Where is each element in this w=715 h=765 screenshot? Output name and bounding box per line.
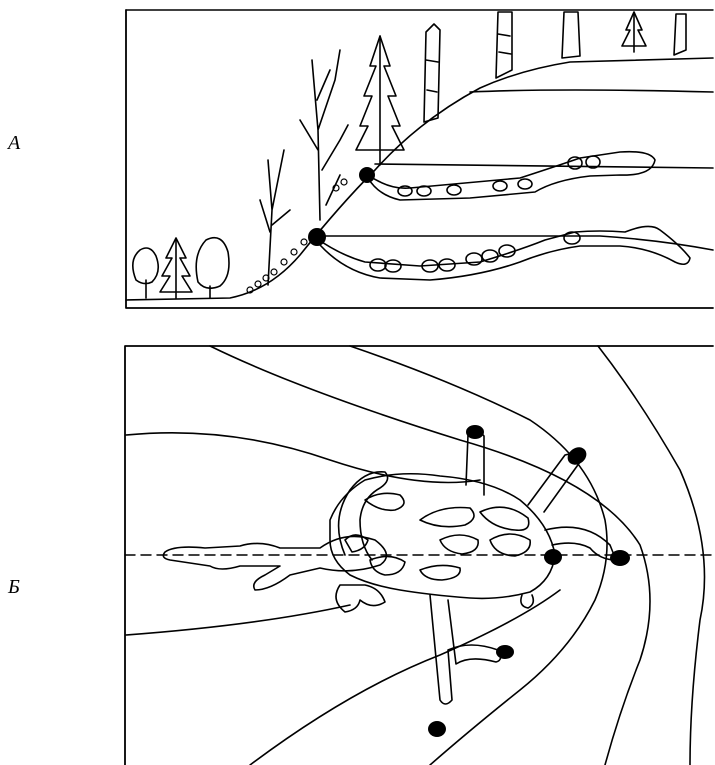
spruce-tree-distant [622, 12, 646, 52]
entrance-axis-right [610, 550, 630, 566]
lower-burrow [316, 226, 690, 280]
soil-layer-2 [375, 164, 713, 168]
contour-line-4 [250, 590, 560, 765]
entrance-inner-right [544, 549, 562, 565]
lower-burrow-entrance [308, 228, 326, 246]
entrance-top-left [466, 425, 484, 439]
ground-surface [126, 58, 713, 300]
deciduous-tree-2 [196, 238, 229, 298]
birch-tree-3 [674, 14, 686, 55]
entrance-bottom-right [496, 645, 514, 659]
deciduous-tree-1 [133, 248, 158, 298]
birch-tree-1 [424, 24, 440, 122]
panel-a-frame [126, 10, 713, 308]
spruce-tree-large [356, 36, 404, 165]
entrance-bottom [428, 721, 446, 737]
pine-trunk [562, 12, 580, 58]
burrow-entrances [428, 425, 630, 737]
panel-a-cross-section [126, 10, 713, 308]
soil-layer-3 [318, 236, 713, 250]
entrance-top-right [564, 444, 590, 469]
dead-tree-2 [300, 50, 348, 220]
soil-layer-1 [470, 90, 713, 92]
birch-tree-2 [496, 12, 512, 78]
upper-burrow-entrance [359, 167, 375, 183]
panel-b-plan-view [125, 346, 713, 765]
contour-line-3 [126, 605, 350, 635]
spruce-tree-small [160, 238, 192, 298]
